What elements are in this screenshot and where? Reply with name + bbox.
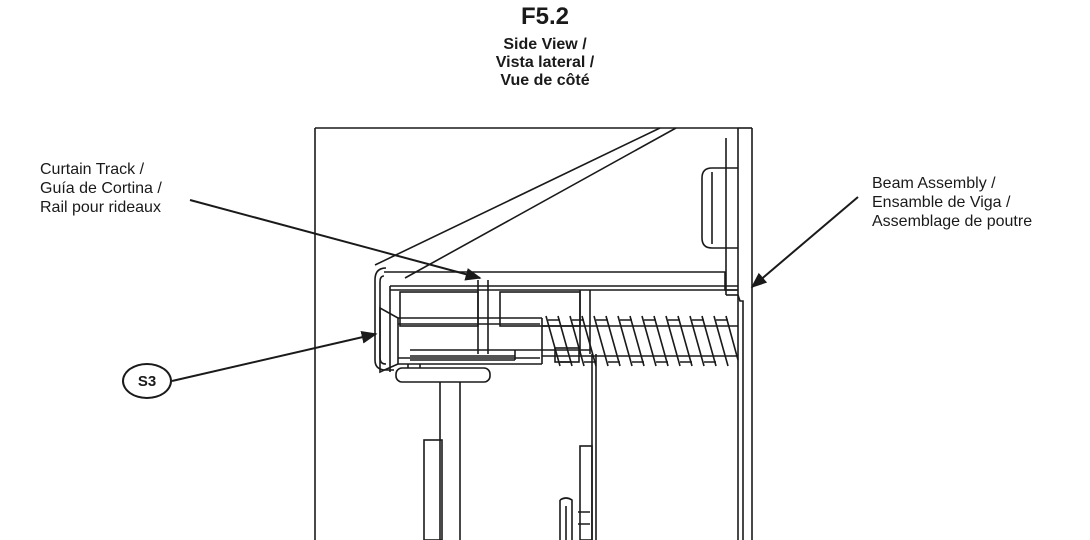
curtain-track-label-es: Guía de Cortina /	[40, 180, 162, 197]
figure-subtitle-es: Vista lateral /	[495, 54, 595, 71]
screw-thread	[542, 315, 739, 367]
curtain-track-profile	[737, 294, 744, 540]
beam-assembly-label-fr: Assemblage de poutre	[872, 213, 1033, 230]
curtain-track-leader	[189, 199, 482, 281]
beam-assembly-leader	[750, 196, 859, 289]
beam-assembly-label-es: Ensamble de Viga /	[872, 194, 1011, 211]
curtain-track-label-fr: Rail pour rideaux	[40, 199, 161, 216]
mount-block	[701, 167, 738, 249]
figure-subtitle-en: Side View /	[503, 36, 587, 53]
s3-leader	[171, 330, 378, 382]
s3-part-reference: S3	[122, 363, 172, 399]
curtain-track-label-en: Curtain Track /	[40, 161, 145, 178]
figure-subtitle-fr: Vue de côté	[500, 72, 590, 89]
glider-hook	[423, 439, 443, 540]
glider-wheel	[395, 367, 491, 383]
diagonal-brace	[374, 127, 661, 266]
figure-id: F5.2	[520, 3, 570, 30]
beam-assembly-label-en: Beam Assembly /	[872, 175, 996, 192]
